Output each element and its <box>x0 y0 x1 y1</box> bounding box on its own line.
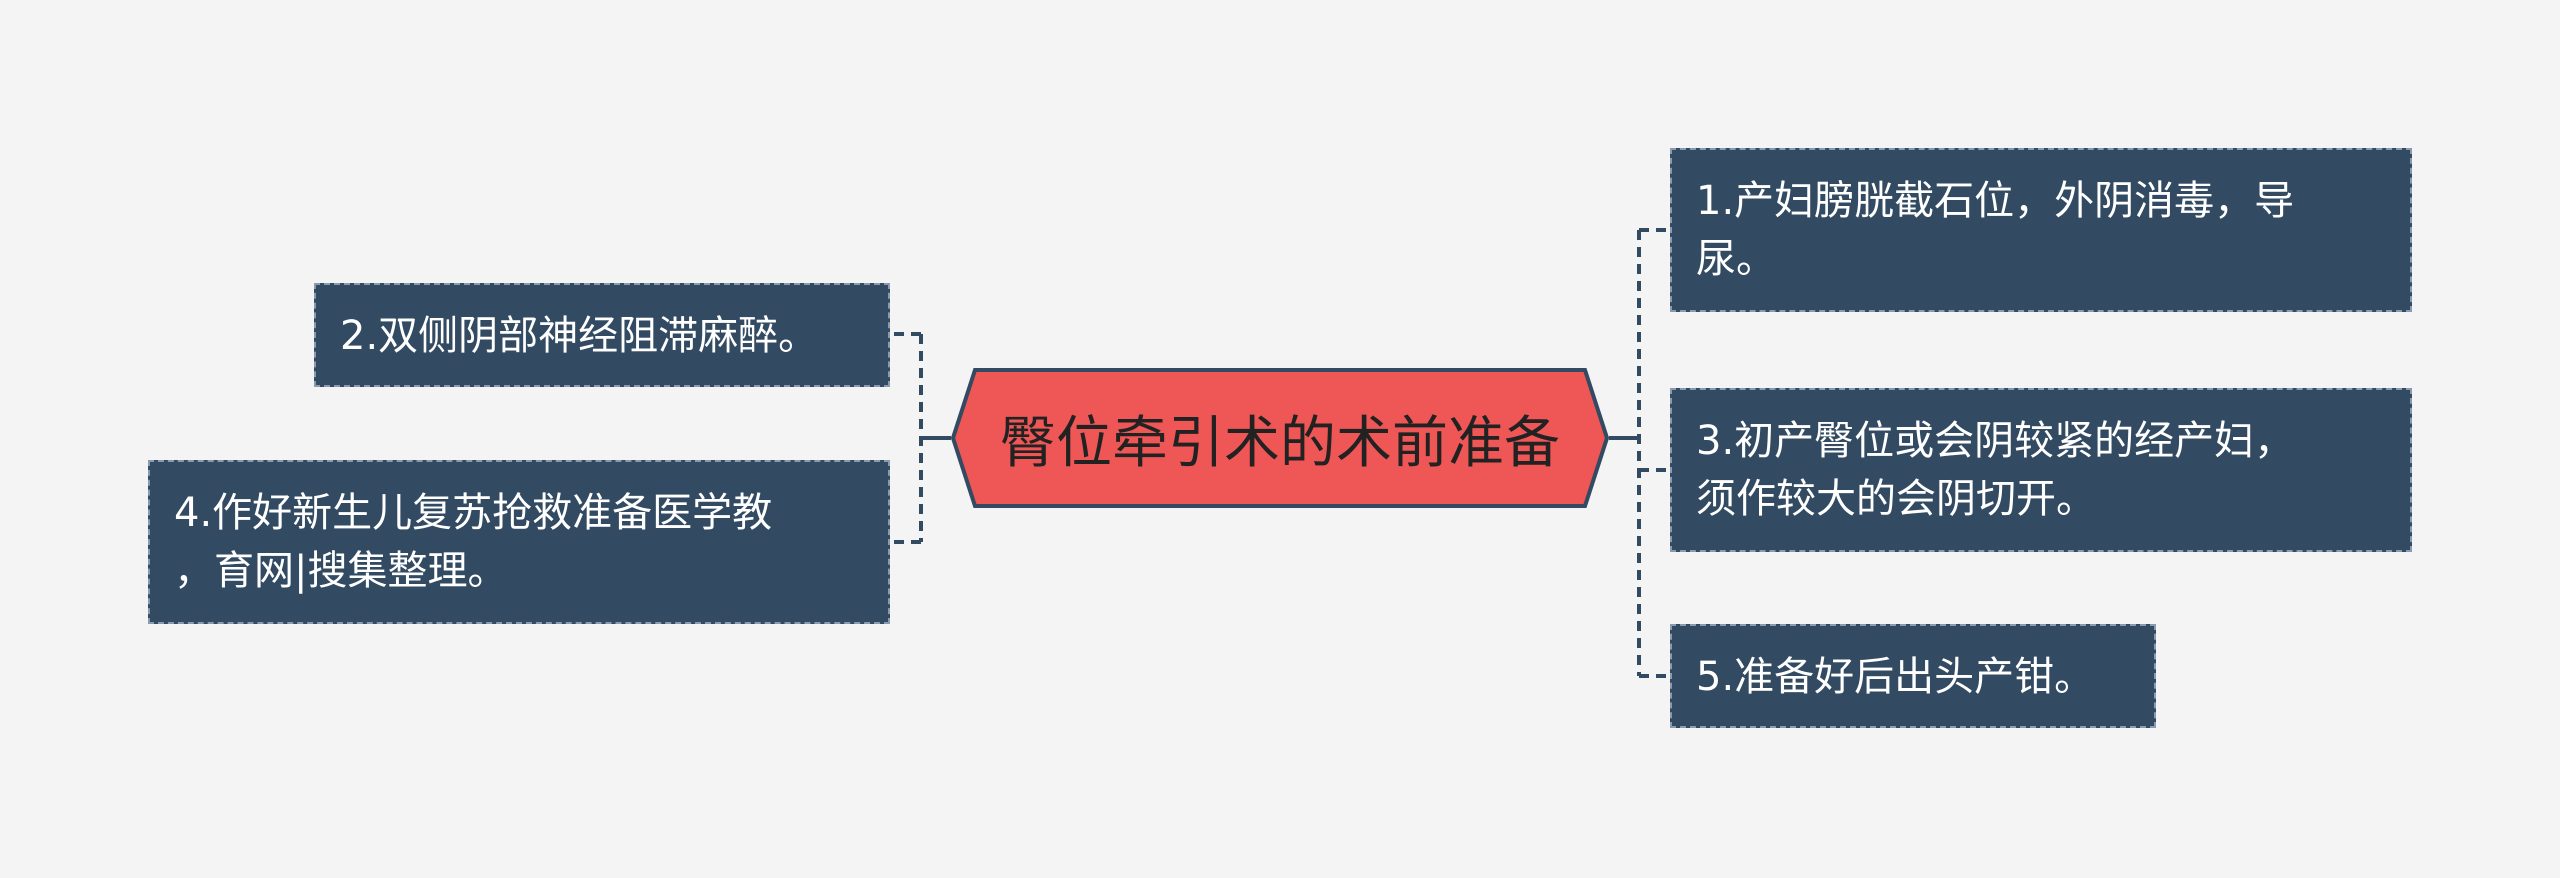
branch-node-4[interactable]: 4.作好新生儿复苏抢救准备医学教 ，育网|搜集整理。 <box>148 460 890 624</box>
branch-node-1-line-2: 尿。 <box>1696 236 1776 282</box>
branch-node-2[interactable]: 2.双侧阴部神经阻滞麻醉。 <box>314 283 890 387</box>
central-topic-label: 臀位牵引术的术前准备 <box>1000 410 1560 476</box>
branch-node-4-line-2: ，育网|搜集整理。 <box>174 548 508 594</box>
branch-node-3-line-1: 3.初产臀位或会阴较紧的经产妇， <box>1696 418 2295 464</box>
branch-node-1[interactable]: 1.产妇膀胱截石位，外阴消毒，导 尿。 <box>1670 148 2412 312</box>
branch-node-5-line-1: 5.准备好后出头产钳。 <box>1696 654 2095 700</box>
branch-node-3[interactable]: 3.初产臀位或会阴较紧的经产妇， 须作较大的会阴切开。 <box>1670 388 2412 552</box>
central-topic[interactable]: 臀位牵引术的术前准备 <box>951 368 1609 508</box>
central-hexagon-shape <box>951 368 1609 508</box>
branch-node-3-line-2: 须作较大的会阴切开。 <box>1696 476 2096 522</box>
branch-node-1-line-1: 1.产妇膀胱截石位，外阴消毒，导 <box>1696 178 2295 224</box>
branch-node-5[interactable]: 5.准备好后出头产钳。 <box>1670 624 2156 728</box>
branch-node-4-line-1: 4.作好新生儿复苏抢救准备医学教 <box>174 490 773 536</box>
branch-node-2-line-1: 2.双侧阴部神经阻滞麻醉。 <box>340 313 819 359</box>
